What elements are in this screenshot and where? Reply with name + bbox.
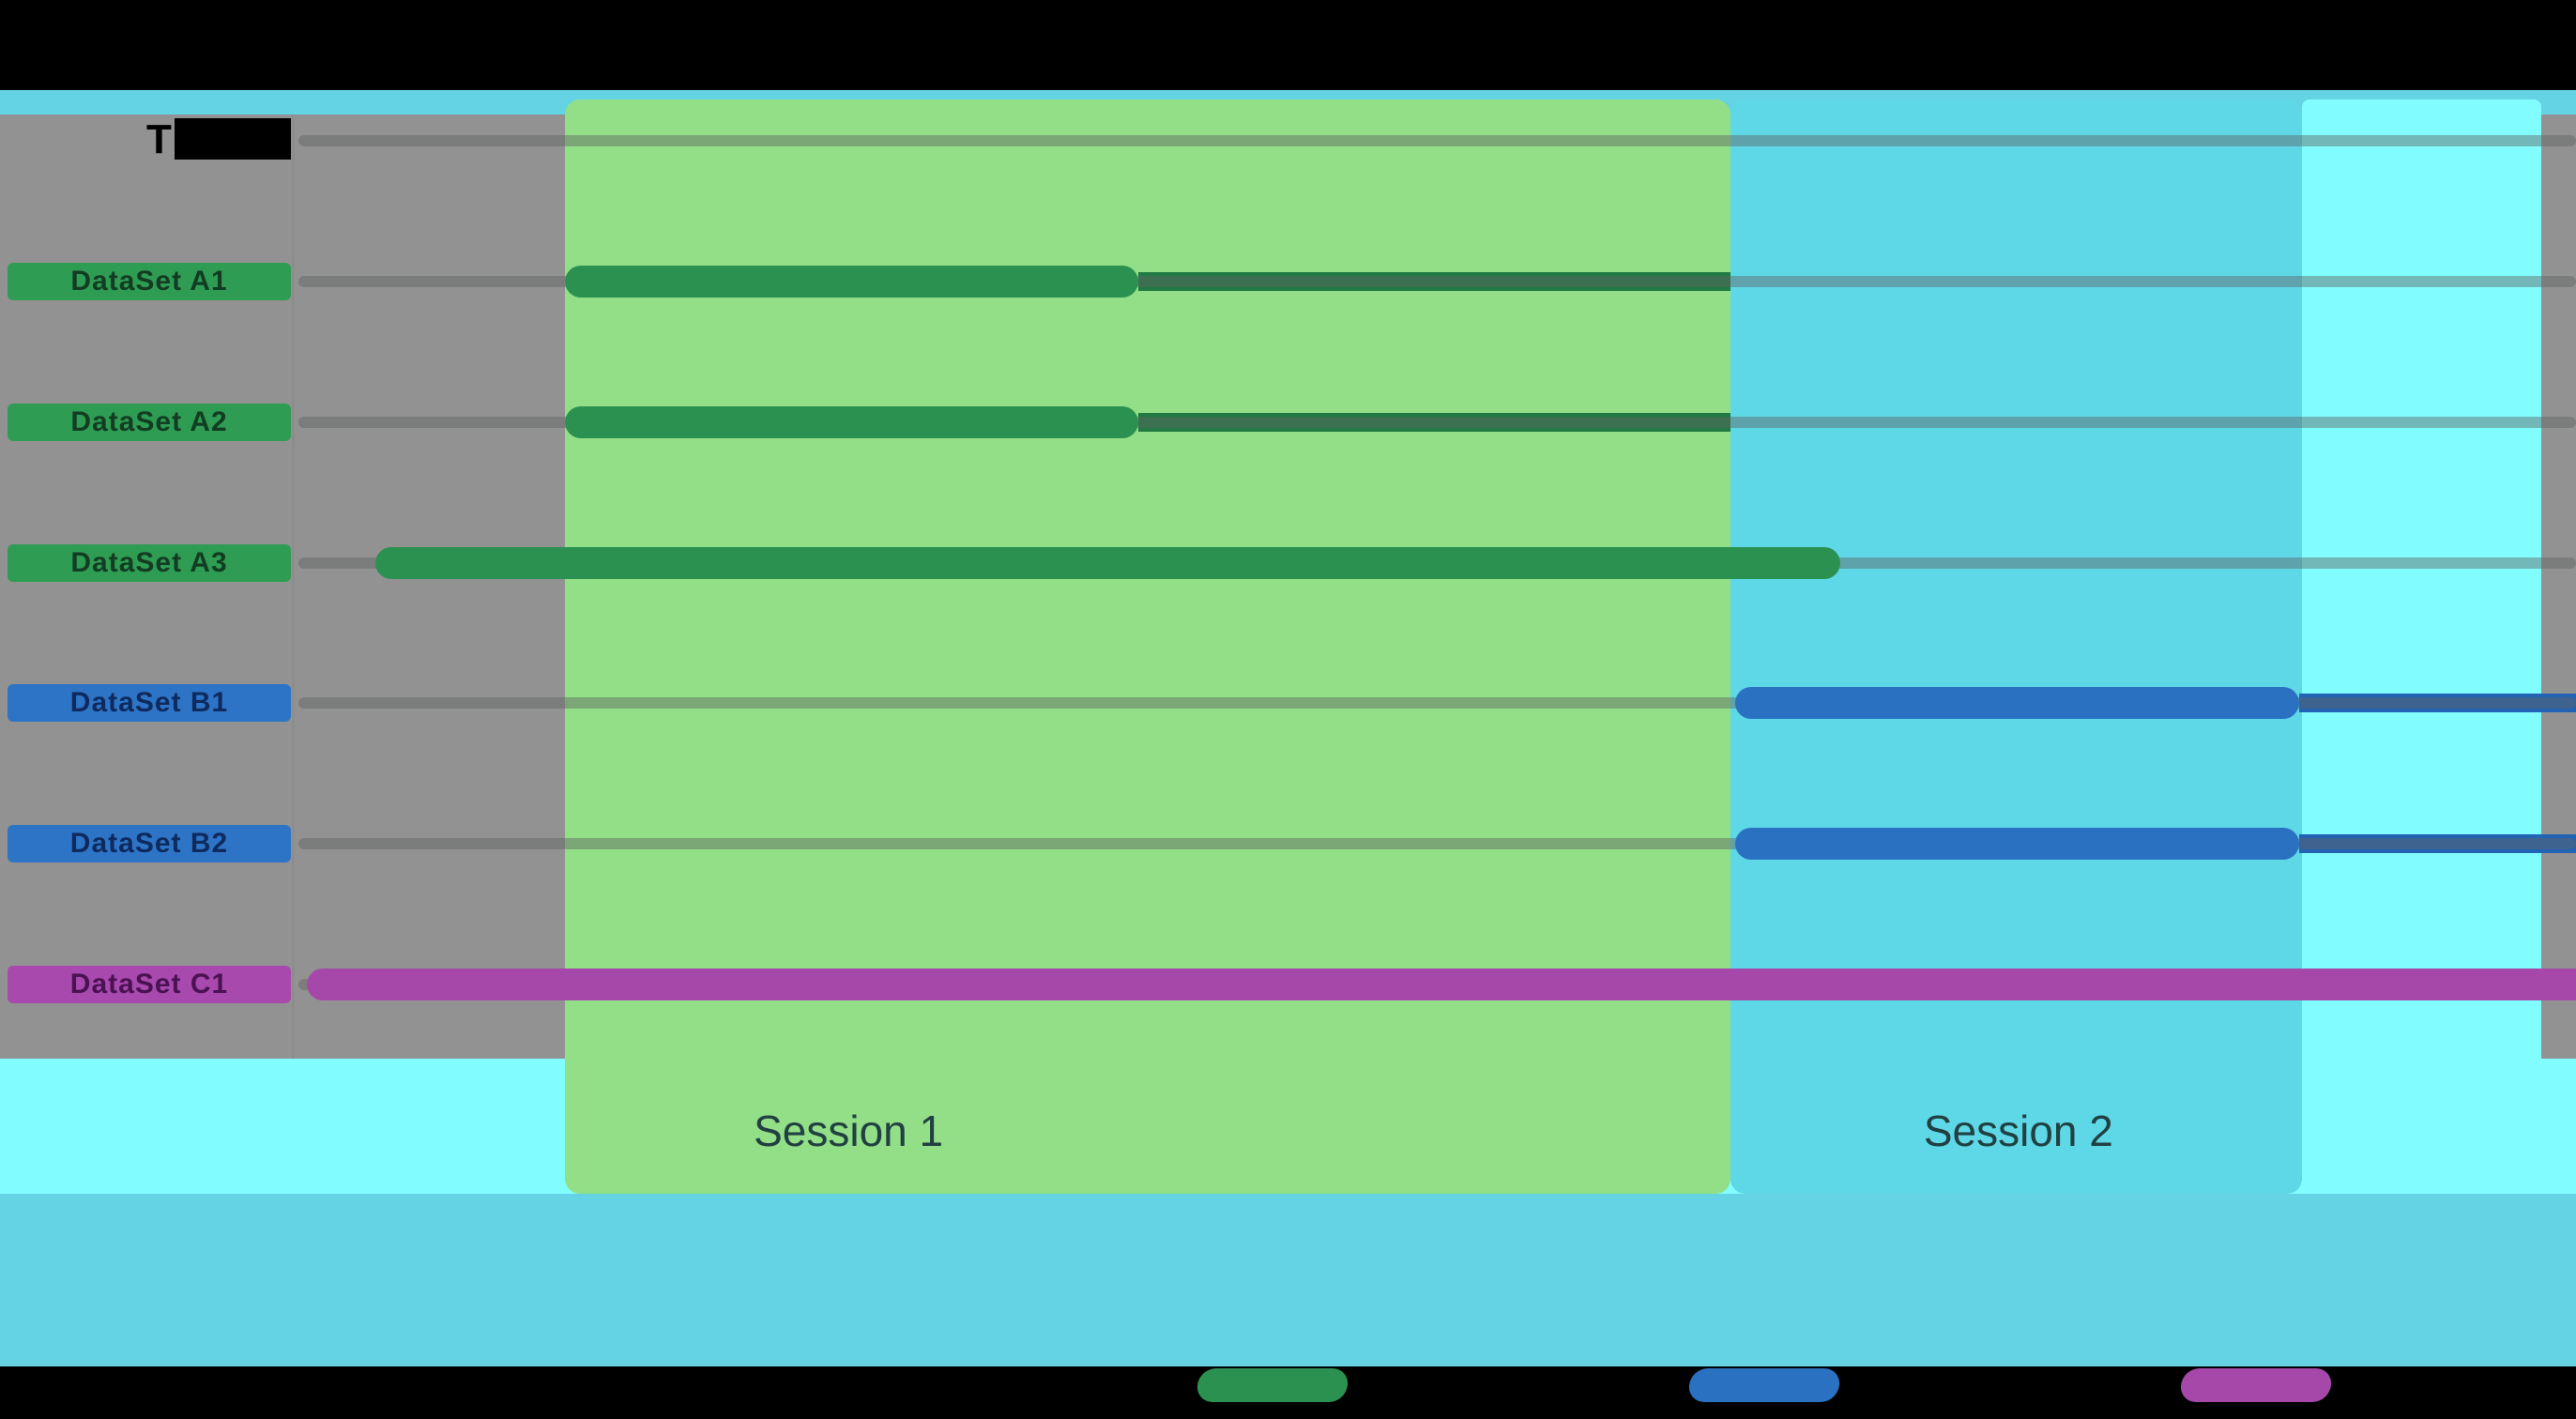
bar-tail-dataset-b2 [2299, 834, 2576, 853]
gantt-bar-dataset-a1[interactable] [565, 266, 1139, 298]
bar-tail-dataset-a2 [1138, 413, 1731, 432]
y-axis-line [292, 114, 295, 1059]
session-band-1 [565, 99, 1731, 1194]
gantt-bar-dataset-a2[interactable] [565, 406, 1139, 438]
top-letterbox [0, 0, 2576, 90]
row-label-dataset-a3: DataSet A3 [8, 544, 291, 582]
aqua-highlight-band [2301, 99, 2542, 1194]
row-label-dataset-b2: DataSet B2 [8, 825, 291, 862]
row-label-dataset-a2: DataSet A2 [8, 404, 291, 441]
gantt-bar-dataset-b1[interactable] [1734, 687, 2300, 719]
redaction-box [175, 118, 291, 160]
legend-swatch-green[interactable] [1196, 1368, 1349, 1402]
column-header-task: T [146, 116, 172, 162]
gantt-bar-dataset-a3[interactable] [375, 547, 1840, 579]
bar-tail-dataset-a1 [1138, 272, 1731, 291]
row-label-dataset-b1: DataSet B1 [8, 684, 291, 722]
session-label-1: Session 1 [754, 1106, 944, 1155]
bar-tail-dataset-b1 [2299, 694, 2576, 712]
session-band-2 [1730, 99, 2302, 1194]
legend-swatch-blue[interactable] [1687, 1368, 1841, 1402]
gantt-bar-dataset-c1[interactable] [307, 969, 2576, 1000]
row-label-dataset-c1: DataSet C1 [8, 966, 291, 1003]
gantt-bar-dataset-b2[interactable] [1734, 828, 2300, 860]
row-label-dataset-a1: DataSet A1 [8, 263, 291, 300]
row-gridline [298, 135, 2576, 146]
legend-swatch-purple[interactable] [2179, 1368, 2333, 1402]
session-label-2: Session 2 [1923, 1106, 2113, 1155]
